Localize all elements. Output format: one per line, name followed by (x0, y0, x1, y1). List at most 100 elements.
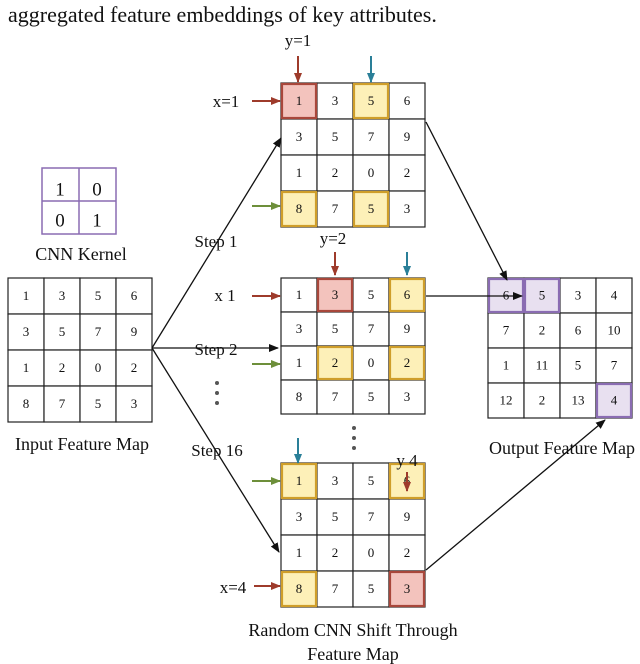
grid-cell-value: 3 (131, 396, 138, 411)
grid-cell-value: 1 (296, 545, 303, 560)
grid-cell-value: 2 (332, 355, 339, 370)
grid-cell-value: 7 (332, 581, 339, 596)
grid-cell-value: 1 (503, 357, 510, 372)
grid-cell (79, 385, 117, 423)
grid-cell-value: 3 (332, 473, 339, 488)
grid-cell (115, 385, 153, 423)
arrow-grid1-to-output (425, 121, 508, 281)
grid-cell (352, 462, 390, 500)
highlight-cell (280, 570, 318, 608)
grid-cell-value: 2 (539, 392, 546, 407)
highlight-cell (595, 382, 633, 419)
grid-cell (280, 154, 318, 192)
grid-cell-value: 1 (296, 473, 303, 488)
grid-cell-value: 2 (404, 545, 411, 560)
grid-cell-value: 0 (368, 355, 375, 370)
grid-cell (316, 154, 354, 192)
grid-cell (595, 347, 633, 384)
grid-cell (316, 118, 354, 156)
grid-cell (388, 154, 426, 192)
grid-cell-value: 4 (611, 392, 618, 407)
grid-cell-value: 3 (59, 288, 66, 303)
kernel-cell: 0 (55, 210, 65, 231)
grid-cell-value: 7 (332, 389, 339, 404)
arrow-input-to-step1 (151, 137, 282, 349)
bottom-caption-line2: Feature Map (307, 644, 398, 664)
grid-cell (316, 570, 354, 608)
grid-cell (43, 277, 81, 315)
grid-cell-value: 9 (404, 129, 411, 144)
grid-cell-value: 1 (23, 288, 30, 303)
ellipsis-dots-middle (352, 426, 356, 450)
grid-cell (388, 118, 426, 156)
grid-cell-value: 5 (368, 287, 375, 302)
highlight-cell (388, 345, 426, 381)
grid-cell (559, 347, 597, 384)
grid-cell-value: 5 (368, 581, 375, 596)
grid-cell-value: 2 (404, 165, 411, 180)
step-2-label: Step 2 (195, 340, 238, 359)
grid-cell-value: 2 (59, 360, 66, 375)
grid-cell-value: 7 (368, 509, 375, 524)
grid-cell-value: 3 (332, 93, 339, 108)
grid-cell-value: 8 (296, 201, 303, 216)
grid-cell-value: 5 (368, 473, 375, 488)
grid-cell (115, 277, 153, 315)
highlight-cell (280, 190, 318, 228)
grid-cell-value: 5 (332, 321, 339, 336)
grid-cell (595, 312, 633, 349)
grid-cell-value: 5 (59, 324, 66, 339)
grid-cell (280, 345, 318, 381)
grid-cell (316, 379, 354, 415)
grid-cell-value: 5 (332, 509, 339, 524)
top-caption: aggregated feature embeddings of key att… (8, 2, 437, 27)
grid-cell-value: 7 (503, 322, 510, 337)
grid-cell (388, 498, 426, 536)
grid-cell-value: 7 (368, 321, 375, 336)
grid-cell-value: 5 (368, 389, 375, 404)
grid-cell-value: 3 (404, 389, 411, 404)
grid-cell (79, 277, 117, 315)
grid-cell (316, 498, 354, 536)
grid-cell-value: 7 (368, 129, 375, 144)
grid-cell (280, 118, 318, 156)
grid-cell-value: 5 (368, 201, 375, 216)
grid-cell-value: 7 (332, 201, 339, 216)
grid-cell-value: 6 (131, 288, 138, 303)
grid-cell-value: 3 (296, 321, 303, 336)
grid-cell-value: 5 (95, 288, 102, 303)
grid-cell (7, 313, 45, 351)
grid-cell-value: 0 (368, 545, 375, 560)
grid-cell (388, 379, 426, 415)
grid1-x-label: x=1 (213, 92, 240, 111)
grid-cell-value: 2 (131, 360, 138, 375)
grid-cell-value: 3 (23, 324, 30, 339)
grid-cell-value: 11 (536, 357, 549, 372)
cnn-kernel: 1 0 0 1 (41, 167, 117, 235)
grid-cell (352, 570, 390, 608)
highlight-cell (388, 570, 426, 608)
highlight-cell (388, 277, 426, 313)
grid2-y-label: y=2 (320, 229, 347, 248)
ellipsis-dots-left (215, 381, 219, 405)
grid-cell-value: 6 (404, 93, 411, 108)
grid-cell-value: 6 (503, 287, 510, 302)
grid-cell-value: 5 (575, 357, 582, 372)
grid-cell-value: 9 (131, 324, 138, 339)
grid2-x-label: x 1 (214, 286, 235, 305)
grid-cell (487, 382, 525, 419)
grid-cell-value: 2 (332, 165, 339, 180)
output-map-label: Output Feature Map (489, 438, 635, 458)
grid-cell-value: 8 (296, 581, 303, 596)
grid-cell-value: 5 (539, 287, 546, 302)
input-map-label: Input Feature Map (15, 434, 149, 454)
grid-cell-value: 13 (572, 392, 585, 407)
step-16-label: Step 16 (191, 441, 242, 460)
bottom-caption-line1: Random CNN Shift Through (248, 620, 457, 640)
grid-cell-value: 0 (95, 360, 102, 375)
